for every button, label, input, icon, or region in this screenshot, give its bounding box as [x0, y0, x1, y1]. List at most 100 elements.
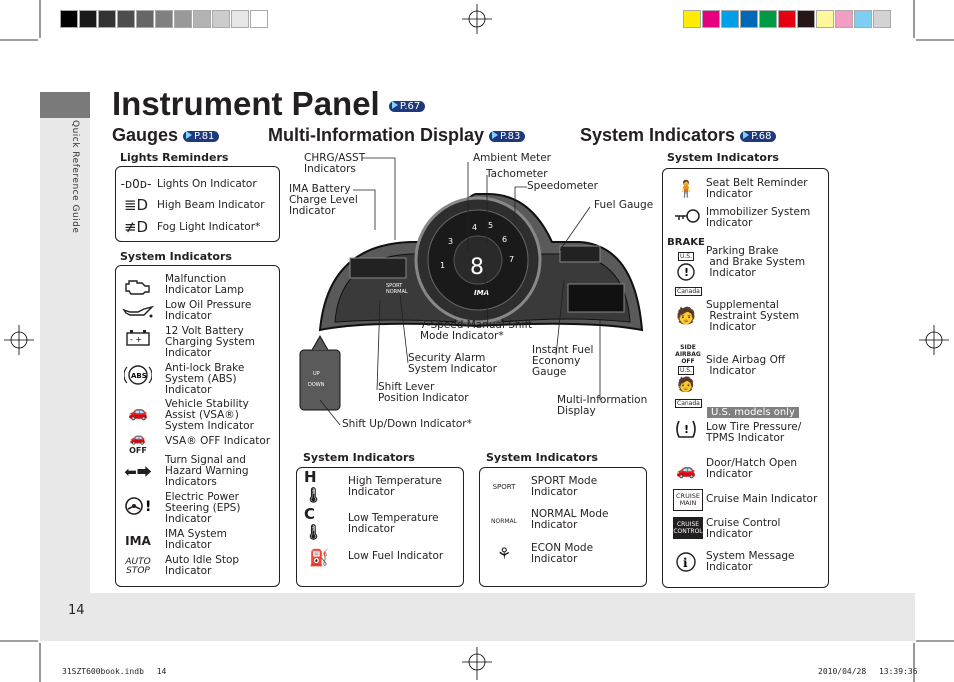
- mode-heading: System Indicators: [486, 451, 598, 464]
- right-system-item: Cruise Main Indicator: [706, 493, 818, 505]
- page-number: 14: [68, 603, 85, 618]
- right-system-item: Parking Brake and Brake System Indicator: [706, 245, 806, 279]
- color-swatch: [702, 10, 720, 28]
- gauges-ref-link[interactable]: P.81: [183, 130, 220, 142]
- left-system-box: [115, 265, 280, 587]
- updown-down: DOWN: [308, 382, 325, 388]
- svg-text:6: 6: [502, 235, 507, 244]
- color-swatch: [759, 10, 777, 28]
- arrow-icon: [743, 130, 750, 139]
- callout-ambient: Ambient Meter: [473, 152, 551, 164]
- immobilizer-key-icon: [672, 205, 702, 227]
- right-system-item: Seat Belt Reminder Indicator: [706, 177, 808, 200]
- callout-lines: [319, 157, 601, 426]
- left-system-item: Anti-lock Brake System (ABS) Indicator: [165, 362, 245, 396]
- right-system-heading: System Indicators: [667, 151, 779, 164]
- color-swatch: [136, 10, 154, 28]
- left-system-heading: System Indicators: [120, 250, 232, 263]
- color-swatch: [683, 10, 701, 28]
- low-temp-icon: C🌡: [304, 505, 324, 541]
- left-system-item: Turn Signal and Hazard Warning Indicator…: [165, 454, 249, 488]
- right-system-item: Side Airbag Off Indicator: [706, 354, 786, 377]
- us-tag: U.S.: [678, 366, 695, 375]
- mode-item: NORMAL Mode Indicator: [531, 508, 609, 531]
- updown-up: UP: [313, 371, 320, 377]
- instrument-cluster: 134 675 8 IMA SPORT NORMAL UP DOWN: [299, 193, 644, 411]
- color-swatch: [873, 10, 891, 28]
- battery-svg: - +: [126, 330, 150, 346]
- color-swatch: [231, 10, 249, 28]
- svg-text:!: !: [145, 499, 151, 515]
- right-system-item: System Message Indicator: [706, 550, 795, 573]
- color-swatch: [721, 10, 739, 28]
- mid-heading: Multi-Information Display P.83: [268, 125, 526, 146]
- color-swatch: [816, 10, 834, 28]
- right-system-item: Door/Hatch Open Indicator: [706, 457, 798, 480]
- arrow-icon: [391, 100, 398, 109]
- oil-icon: [120, 300, 156, 324]
- color-swatch: [174, 10, 192, 28]
- us-only-badge: U.S. models only: [707, 407, 799, 418]
- title-ref-link[interactable]: P.67: [388, 100, 426, 112]
- lights-item: High Beam Indicator: [157, 199, 265, 211]
- right-system-item: Immobilizer System Indicator: [706, 206, 811, 229]
- right-system-item: Low Tire Pressure/ TPMS Indicator: [706, 421, 802, 444]
- svg-text:!: !: [684, 266, 689, 279]
- brake-circle-svg: !: [677, 263, 695, 281]
- left-system-item: Electric Power Steering (EPS) Indicator: [165, 491, 241, 525]
- color-swatch: [193, 10, 211, 28]
- abs-svg: ABS: [124, 365, 152, 385]
- callout-tach: Tachometer: [486, 168, 548, 180]
- side-airbag-icon: 🧑: [677, 377, 695, 393]
- svg-text:5: 5: [488, 221, 493, 230]
- callout-security: Security Alarm System Indicator: [408, 352, 497, 375]
- right-system-item: Supplemental Restraint System Indicator: [706, 299, 800, 333]
- temp-item: Low Fuel Indicator: [348, 550, 444, 562]
- side-airbag-text-icon: SIDE AIRBAG OFF: [675, 343, 701, 365]
- svg-text:1: 1: [440, 261, 445, 270]
- econ-leaf-icon: ⚘: [496, 543, 512, 563]
- system-ref-link[interactable]: P.68: [740, 130, 777, 142]
- color-swatch: [117, 10, 135, 28]
- temp-heading: System Indicators: [303, 451, 415, 464]
- gauges-heading: Gauges P.81: [112, 125, 220, 146]
- high-temp-icon: H🌡: [304, 468, 324, 504]
- vsa-off-icon: 🚗 OFF: [120, 430, 156, 456]
- seat-belt-icon: 🧍: [676, 178, 696, 198]
- svg-text:i: i: [683, 556, 688, 570]
- left-system-item: VSA® OFF Indicator: [165, 435, 271, 447]
- ref-text: P.68: [751, 130, 772, 142]
- off-text: OFF: [129, 446, 147, 455]
- lights-item: Lights On Indicator: [157, 178, 257, 190]
- mid-ref-link[interactable]: P.83: [489, 130, 526, 142]
- sport-mode-icon: SPORT: [492, 483, 516, 491]
- info-svg: i: [676, 552, 696, 572]
- left-system-item: Malfunction Indicator Lamp: [165, 273, 244, 296]
- canada-tag: Canada: [675, 399, 702, 408]
- key-svg: [675, 209, 700, 223]
- brake-circle-icon: !: [674, 260, 698, 284]
- left-system-item: IMA System Indicator: [165, 528, 227, 551]
- mid-label: Multi-Information Display: [268, 125, 484, 145]
- side-label: Quick Reference Guide: [70, 120, 80, 234]
- callout-fuel: Fuel Gauge: [594, 199, 654, 211]
- system-heading: System Indicators P.68: [580, 125, 777, 146]
- tpms-svg: !: [676, 420, 696, 438]
- ref-text: P.81: [194, 130, 215, 142]
- ima-icon: IMA: [125, 534, 151, 548]
- left-system-item: Low Oil Pressure Indicator: [165, 299, 252, 322]
- temp-item: Low Temperature Indicator: [348, 512, 439, 535]
- normal-mode-icon: NORMAL: [490, 517, 517, 525]
- oil-svg: [122, 305, 154, 318]
- canada-tag: Canada: [675, 287, 702, 296]
- mode-item: SPORT Mode Indicator: [531, 475, 598, 498]
- abs-text: ABS: [131, 372, 147, 380]
- fuel-pump-icon: ⛽: [309, 547, 329, 567]
- lights-box: [115, 166, 280, 242]
- tpms-icon: !: [672, 417, 700, 441]
- cruise-main-icon: CRUISE MAIN: [673, 489, 703, 511]
- temp-item: High Temperature Indicator: [348, 475, 442, 498]
- cluster-normal: NORMAL: [386, 289, 408, 295]
- engine-icon: [120, 274, 156, 298]
- color-swatch: [835, 10, 853, 28]
